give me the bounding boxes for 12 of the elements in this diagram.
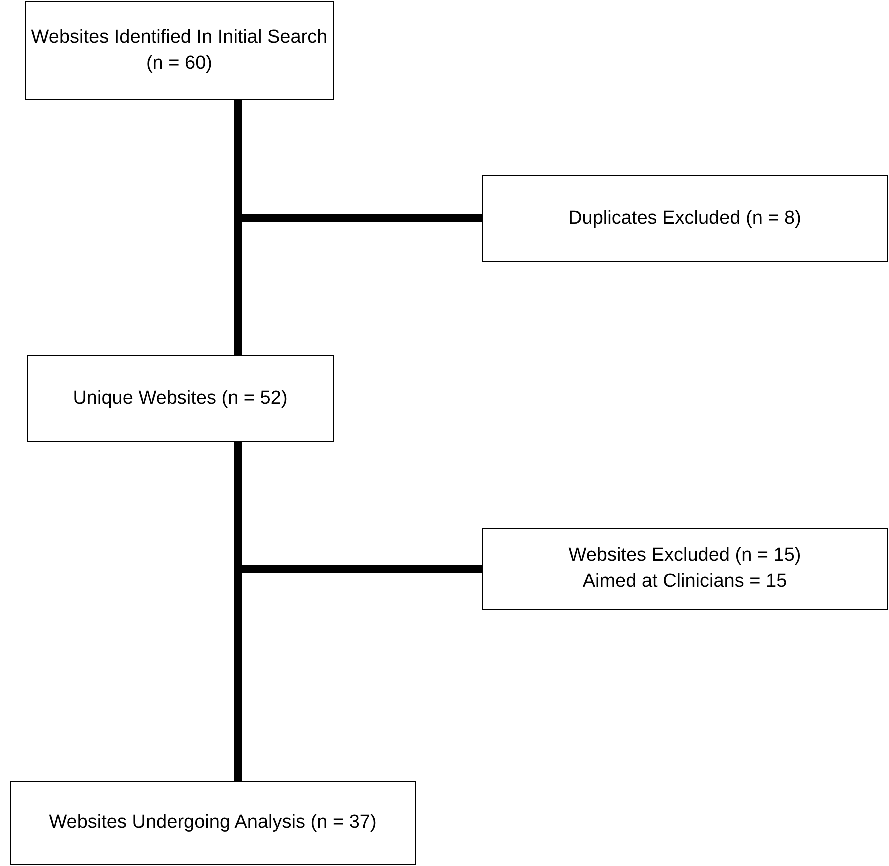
- box-text: Websites Undergoing Analysis (n = 37): [49, 811, 377, 835]
- process-box: [482, 528, 888, 610]
- box-text: Unique Websites (n = 52): [73, 386, 288, 410]
- process-box: [10, 781, 416, 865]
- box-text: (n = 60): [146, 52, 212, 76]
- process-box: [27, 355, 334, 442]
- process-box: [25, 1, 334, 100]
- process-box: [482, 175, 888, 262]
- box-text: Websites Excluded (n = 15): [568, 544, 802, 568]
- box-text: Aimed at Clinicians = 15: [582, 570, 788, 594]
- box-text: Websites Identified In Initial Search: [31, 26, 328, 50]
- box-text: Duplicates Excluded (n = 8): [568, 206, 802, 230]
